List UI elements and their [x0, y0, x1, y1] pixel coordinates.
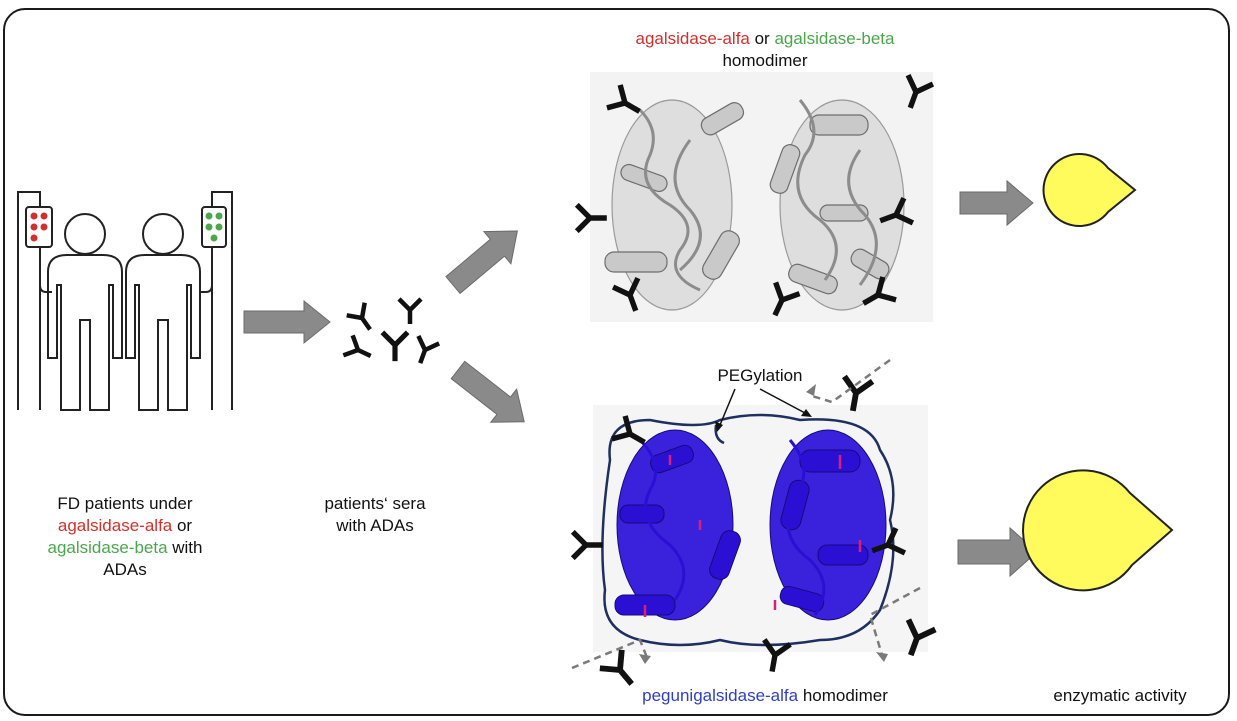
beta-iv-bag-icon [205, 212, 223, 242]
antibody-icon [399, 299, 421, 324]
pacman-icon [1042, 153, 1137, 227]
arrow-icon [957, 526, 1038, 578]
antibody-cluster [343, 299, 439, 367]
pegylation-label: PEGylation [717, 366, 803, 385]
sera-label: patients‘ sera with ADAs [324, 494, 426, 535]
arrow-icon [450, 360, 525, 423]
antibody-icon [347, 303, 379, 336]
arrowhead-icon [876, 652, 888, 662]
figure-frame [3, 8, 1230, 716]
patient-figure [125, 213, 201, 411]
arrow-icon [445, 230, 518, 295]
arrow-icon [243, 299, 331, 345]
enzymatic-activity-label: enzymatic activity [1053, 686, 1187, 705]
antibody-icon [343, 335, 375, 366]
top-homodimer-label: agalsidase-alfa or agalsidase-beta homod… [635, 29, 895, 70]
patients-label: FD patients under agalsidase-alfa or aga… [47, 494, 203, 579]
antibody-icon [410, 336, 439, 367]
alfa-iv-bag-icon [30, 212, 48, 242]
pegunigalsidase-homodimer-structure [572, 358, 935, 693]
agalsidase-homodimer-structure [577, 72, 933, 322]
antibody-icon [382, 332, 407, 361]
arrowhead-icon [639, 654, 651, 664]
arrowhead-icon [806, 384, 816, 396]
arrow-icon [959, 179, 1034, 227]
pacman-icon [1022, 469, 1174, 592]
patients-icon [17, 191, 233, 411]
bottom-homodimer-label: pegunigalsidase-alfa homodimer [642, 686, 888, 705]
patient-figure [47, 213, 123, 411]
